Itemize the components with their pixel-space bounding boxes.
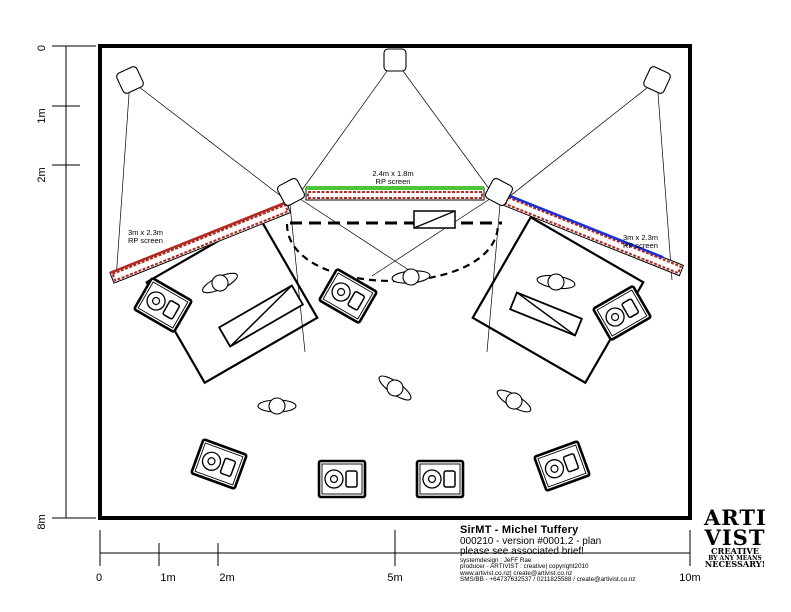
- screen-left-size: 3m x 2.3m: [128, 228, 163, 237]
- logo-line-2: VIST: [704, 524, 766, 550]
- light-center: [390, 266, 432, 288]
- projector-top-center: [383, 48, 407, 72]
- web-contact: www.artivist.co.nz| create@artivist.co.n…: [460, 569, 573, 577]
- phone-contact: SMS/BB - +64737632537 / 0211825588 / cre…: [460, 576, 636, 584]
- note-line: please see associated brief!: [460, 546, 584, 558]
- screen-right-type: RP screen: [623, 241, 658, 250]
- screen-center-size: 2.4m x 1.8m: [372, 169, 413, 178]
- vruler-label-8m: 8m: [36, 514, 48, 529]
- table-left: [217, 284, 305, 348]
- horizontal-ruler: 0 1m 2m 5m 10m: [96, 530, 701, 584]
- hruler-label-2m: 2m: [219, 572, 234, 584]
- vruler-label-0: 0: [36, 45, 48, 51]
- projector-inner-left: [275, 176, 307, 208]
- design-credit: systemdesign : JeFF Rae: [460, 556, 532, 564]
- logo-line-5: NECESSARY!: [704, 559, 766, 570]
- hruler-label-0: 0: [96, 572, 102, 584]
- platform-left: [145, 215, 319, 385]
- projector-top-left: [114, 64, 146, 96]
- speaker-front-right: [532, 439, 592, 493]
- speaker-front-left: [189, 437, 249, 491]
- light-mid-center: [374, 369, 416, 407]
- hruler-label-5m: 5m: [387, 572, 402, 584]
- light-upper-left: [198, 267, 242, 299]
- vruler-label-2m: 2m: [36, 167, 48, 182]
- projector-top-right: [641, 64, 673, 96]
- speaker-center-left: [317, 267, 379, 325]
- vertical-ruler: 0 1m 2m 8m: [36, 45, 96, 530]
- light-lower-left: [257, 397, 297, 415]
- artivist-logo: ARTI VIST CREATIVE BY ANY MEANS NECESSAR…: [704, 505, 767, 570]
- speaker-right-platform: [591, 284, 653, 342]
- title-block: SirMT - Michel Tuffery 000210 - version …: [460, 524, 700, 584]
- speaker-front-center-right: [415, 459, 465, 499]
- screen-right-size: 3m x 2.3m: [623, 233, 658, 242]
- version-line: 000210 - version #0001.2 - plan: [460, 535, 602, 547]
- logo-line-1: ARTI: [704, 505, 767, 530]
- light-upper-right: [535, 270, 577, 294]
- projection-beams: [115, 59, 673, 353]
- screen-left: [109, 201, 292, 284]
- screen-right: [502, 193, 685, 277]
- light-lower-right: [492, 384, 536, 418]
- dashed-floor-arc: [285, 223, 500, 283]
- table-right: [509, 291, 583, 337]
- screen-left-type: RP screen: [128, 236, 163, 245]
- screen-center: [305, 186, 485, 201]
- hruler-label-10m: 10m: [679, 572, 700, 584]
- logo-line-3: CREATIVE: [711, 545, 759, 556]
- producer-credit: producer - ARTIVIST : creative| copyrigh…: [460, 563, 589, 571]
- speaker-front-center-left: [317, 459, 367, 499]
- drawing-title: SirMT - Michel Tuffery: [460, 524, 579, 536]
- hruler-label-1m: 1m: [160, 572, 175, 584]
- vruler-label-1m: 1m: [36, 108, 48, 123]
- screen-center-type: RP screen: [376, 177, 411, 186]
- logo-line-4: BY ANY MEANS: [708, 554, 762, 562]
- table-center: [413, 210, 456, 229]
- speaker-left-platform: [132, 276, 194, 334]
- room-outline: [98, 44, 692, 520]
